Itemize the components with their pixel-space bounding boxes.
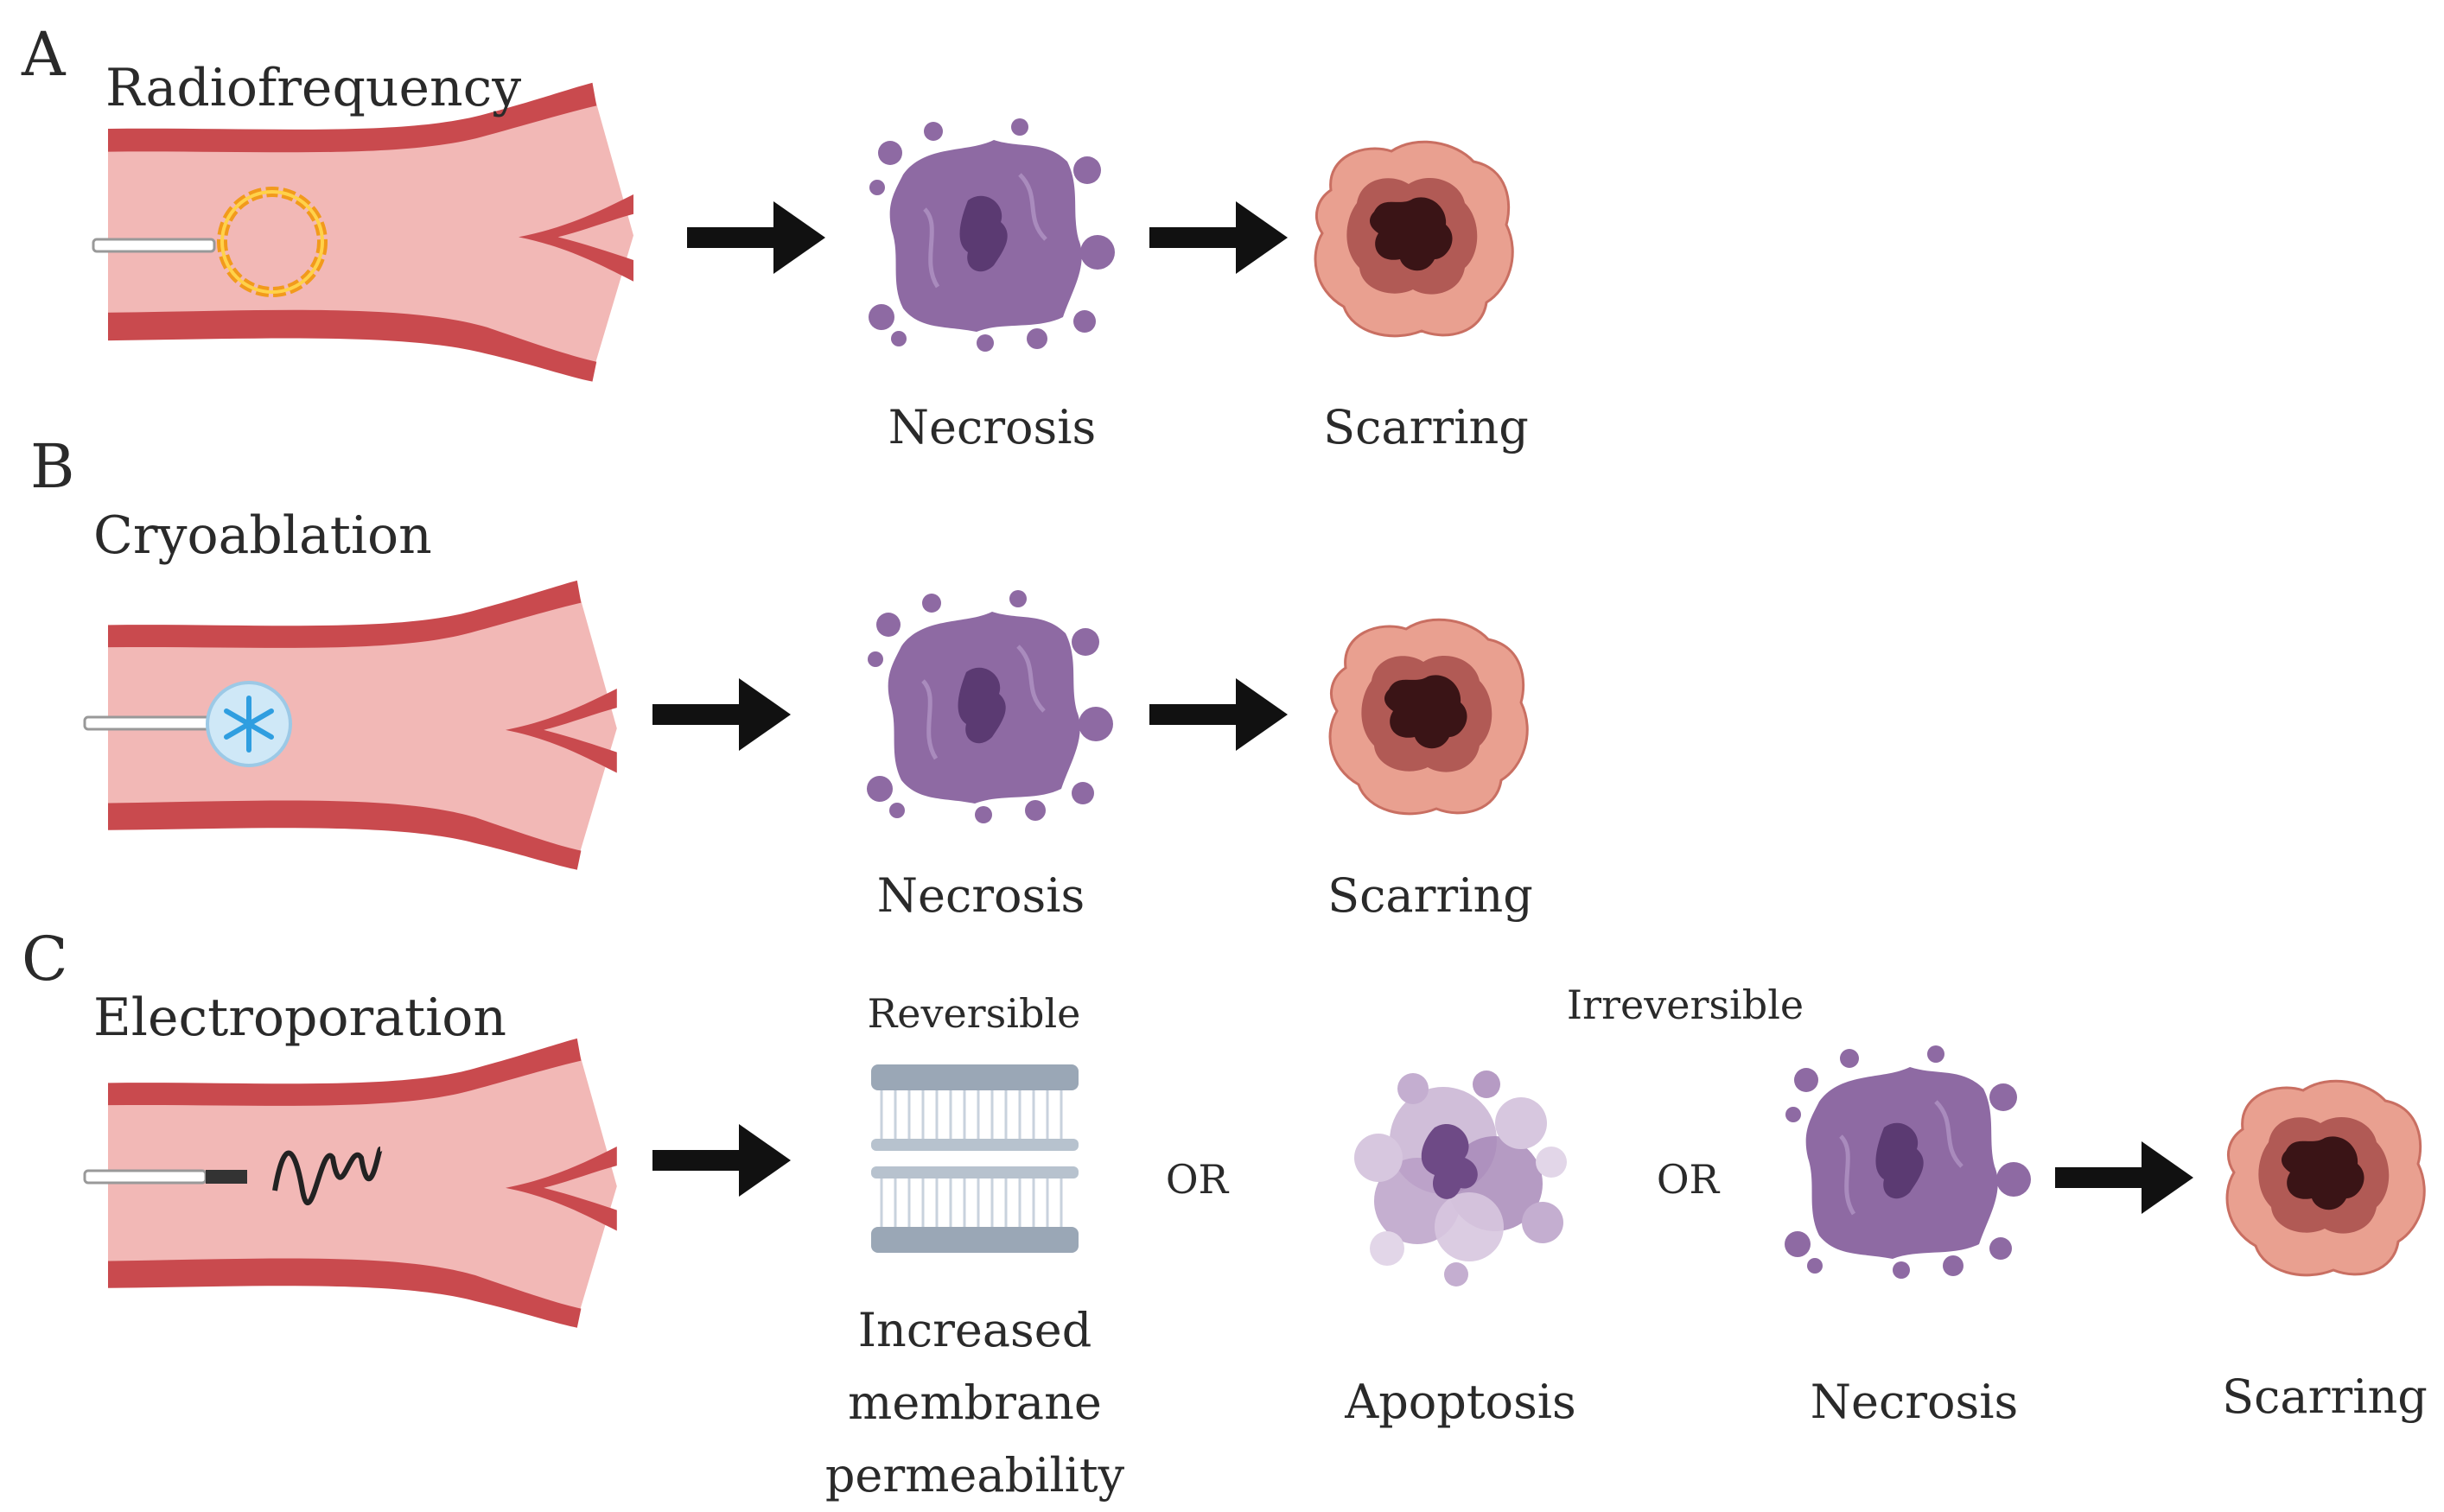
reversible-label: Reversible	[867, 990, 1081, 1037]
irreversible-label: Irreversible	[1566, 982, 1804, 1028]
membrane-icon	[871, 1064, 1079, 1253]
necrosis-label-a: Necrosis	[888, 400, 1097, 454]
arrow-b1	[652, 678, 791, 751]
panel-b-title: Cryoablation	[93, 505, 432, 566]
necrosis-cell-b	[867, 590, 1113, 823]
scarring-label-c: Scarring	[2222, 1369, 2428, 1424]
panel-a-letter: A	[22, 19, 66, 90]
arrow-a2	[1149, 201, 1288, 274]
arrow-a1	[687, 201, 825, 274]
panel-c-letter: C	[22, 924, 68, 994]
arrow-b2	[1149, 678, 1288, 751]
necrosis-cell-c	[1785, 1045, 2031, 1279]
panel-c-title: Electroporation	[93, 988, 507, 1048]
pulse-wave-icon	[272, 1147, 383, 1205]
necrosis-label-b: Necrosis	[876, 868, 1085, 923]
panel-c	[83, 1038, 2426, 1330]
panel-b-letter: B	[30, 431, 75, 502]
necrosis-cell-a	[869, 118, 1115, 352]
panel-b	[83, 580, 1529, 872]
apoptosis-cell	[1354, 1070, 1567, 1286]
increased-permeability-label: Increased membrane permeability	[824, 1303, 1125, 1502]
scarring-label-b: Scarring	[1327, 868, 1533, 923]
necrosis-label-c: Necrosis	[1810, 1375, 2019, 1429]
panel-a-title: Radiofrequency	[105, 58, 522, 118]
panel-a	[92, 82, 1514, 384]
scar-c	[2225, 1079, 2426, 1277]
vessel-a	[108, 82, 633, 384]
apoptosis-label: Apoptosis	[1345, 1375, 1576, 1429]
catheter-a	[92, 238, 216, 253]
scar-a	[1314, 140, 1514, 338]
scar-b	[1328, 618, 1529, 816]
scarring-label-a: Scarring	[1323, 400, 1529, 454]
or-label-1: OR	[1165, 1156, 1229, 1203]
arrow-c2	[2055, 1141, 2193, 1214]
catheter-c	[83, 1169, 207, 1185]
catheter-b	[83, 715, 225, 731]
arrow-c1	[652, 1124, 791, 1197]
or-label-2: OR	[1656, 1156, 1720, 1203]
